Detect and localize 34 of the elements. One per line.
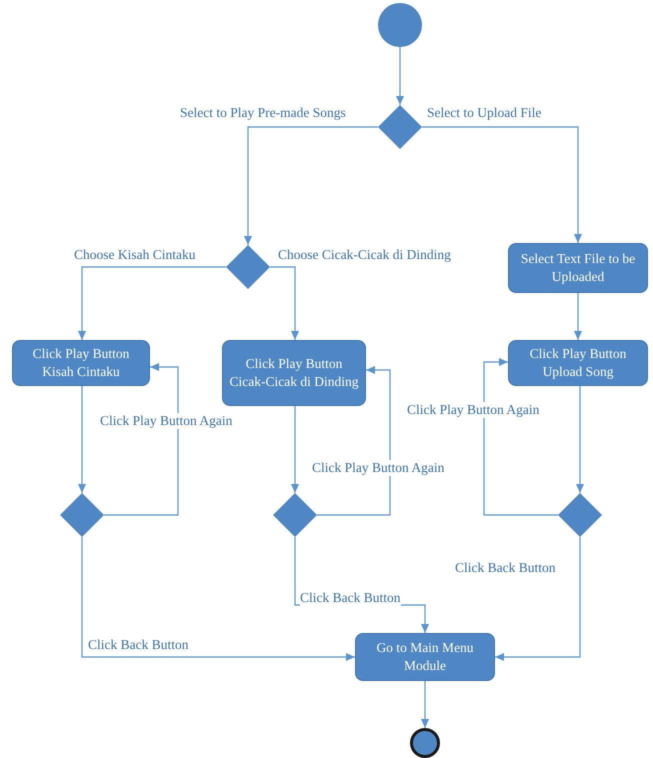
arrow bbox=[244, 126, 378, 245]
start-node bbox=[378, 3, 422, 47]
arrow bbox=[317, 366, 391, 516]
decision-diamond bbox=[226, 245, 270, 289]
decision-diamond bbox=[273, 493, 317, 537]
arrow bbox=[574, 293, 582, 340]
edge-label: Click Play Button Again bbox=[312, 460, 444, 476]
arrow bbox=[495, 537, 581, 661]
decision-diamond bbox=[558, 493, 602, 537]
arrow bbox=[291, 406, 299, 493]
edge-label: Click Back Button bbox=[300, 590, 400, 606]
arrow bbox=[421, 681, 429, 728]
action-box: Click Play Button Cicak-Cicak di Dinding bbox=[222, 340, 366, 406]
edge-label: Select to Upload File bbox=[427, 105, 542, 122]
arrow bbox=[78, 266, 226, 340]
end-node bbox=[410, 728, 440, 758]
action-box: Select Text File to be Uploaded bbox=[508, 243, 648, 293]
decision-diamond bbox=[378, 105, 422, 149]
arrow bbox=[78, 386, 86, 493]
action-box: Go to Main Menu Module bbox=[355, 633, 495, 681]
arrow bbox=[396, 47, 404, 105]
arrow bbox=[270, 266, 299, 340]
arrow bbox=[104, 363, 179, 516]
action-box: Click Play Button Upload Song bbox=[508, 340, 648, 386]
edge-label: Click Play Button Again bbox=[407, 402, 540, 418]
edge-label: Select to Play Pre-made Songs bbox=[180, 105, 346, 122]
arrow bbox=[576, 386, 584, 493]
arrow bbox=[422, 126, 582, 243]
arrow bbox=[483, 358, 558, 516]
edge-label: Click Play Button Again bbox=[100, 413, 232, 430]
decision-diamond bbox=[60, 493, 104, 537]
arrow bbox=[81, 537, 355, 661]
action-box: Click Play Button Kisah Cintaku bbox=[12, 340, 150, 386]
edge-label: Choose Cicak-Cicak di Dinding bbox=[278, 247, 451, 264]
